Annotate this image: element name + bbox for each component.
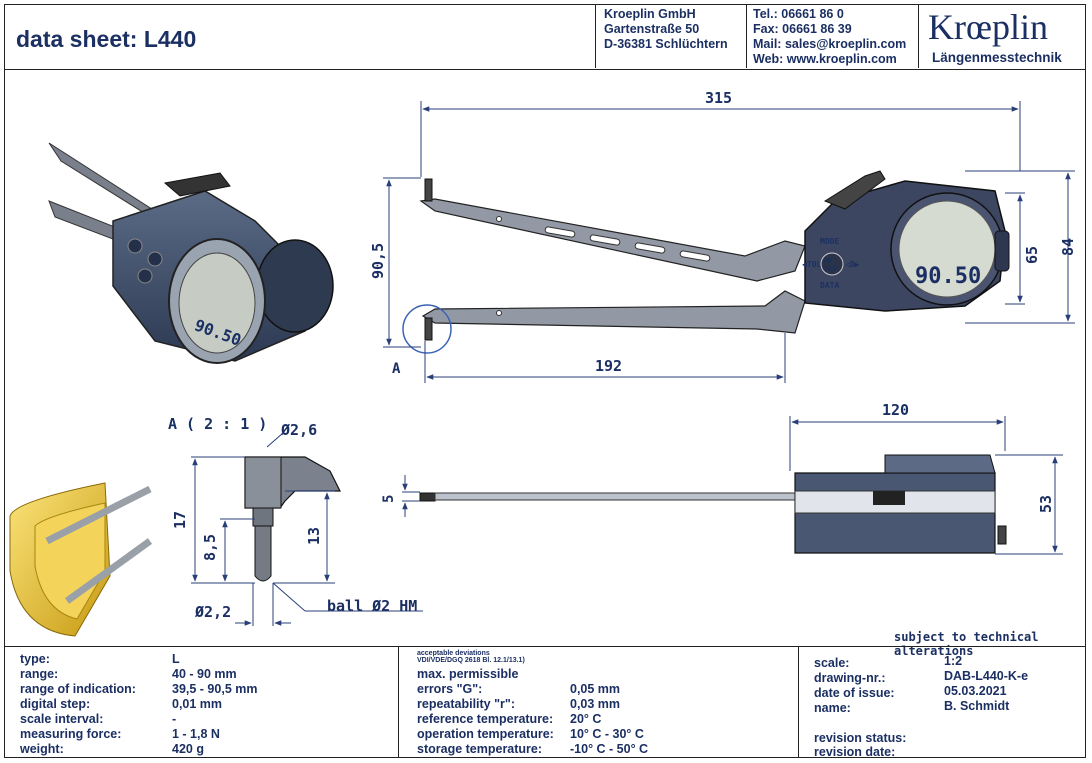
data-button: DATA xyxy=(820,281,839,290)
ring-illustration xyxy=(9,482,153,637)
deviation-value: 0,05 mm xyxy=(570,682,621,696)
dim-5: 5 xyxy=(381,495,397,503)
info-value: 05.03.2021 xyxy=(944,684,1007,698)
spec-label: range of indication: xyxy=(20,682,136,696)
detail-marker: A xyxy=(392,361,401,377)
phone: Tel.: 06661 86 0 xyxy=(753,7,844,21)
info-label: name: xyxy=(814,701,851,715)
dim-13: 13 xyxy=(305,527,323,545)
logo-subtitle: Längenmesstechnik xyxy=(932,50,1062,65)
dim-53: 53 xyxy=(1037,495,1055,513)
spec-value: 1 - 1,8 N xyxy=(172,727,220,741)
front-dimensions xyxy=(383,101,1075,383)
deviation-standard: VDI/VDE/DGQ 2618 Bl. 12.1/13.1) xyxy=(417,657,525,664)
spec-label: digital step: xyxy=(20,697,91,711)
company-logo: Krœplin xyxy=(928,7,1048,47)
company-street: Gartenstraße 50 xyxy=(604,22,700,36)
info-value: 1:2 xyxy=(944,654,963,668)
divider xyxy=(398,647,399,757)
revision-date: revision date: xyxy=(814,745,896,759)
spec-value: 39,5 - 90,5 mm xyxy=(172,682,258,696)
deviation-values: 0,05 mm 0,03 mm 20° C 10° C - 30° C -10°… xyxy=(570,682,648,757)
dim-d2-2: Ø2,2 xyxy=(194,603,231,621)
divider xyxy=(918,4,919,68)
deviation-caption: acceptable deviations xyxy=(417,650,490,657)
side-dimensions xyxy=(402,416,1063,555)
spec-label: scale interval: xyxy=(20,712,104,726)
contact-info: Tel.: 06661 86 0 Fax: 06661 86 39 Mail: … xyxy=(753,7,906,67)
drawing-info-values: 1:2 DAB-L440-K-e 05.03.2021 B. Schmidt xyxy=(944,654,1028,714)
detail-dimensions xyxy=(191,432,423,626)
dim-8-5: 8,5 xyxy=(201,534,219,561)
info-value: DAB-L440-K-e xyxy=(944,669,1029,683)
spec-labels: type: range: range of indication: digita… xyxy=(20,652,136,757)
spec-value: - xyxy=(172,712,177,726)
tol-button: ◀TOL xyxy=(802,260,821,269)
spec-value: 0,01 mm xyxy=(172,697,223,711)
info-label: date of issue: xyxy=(814,686,895,700)
gauge-front-view: 90.50 MODE ◀TOL OK SET ◁D▶ DATA xyxy=(419,170,1010,341)
dim-65: 65 xyxy=(1023,246,1041,264)
ok-set-button: OK xyxy=(824,257,833,265)
mode-button: MODE xyxy=(820,237,839,246)
divider xyxy=(746,4,747,68)
deviation-label: repeatability "r": xyxy=(417,697,515,711)
email-link[interactable]: Mail: sales@kroeplin.com xyxy=(753,37,907,51)
deviation-value: 0,03 mm xyxy=(570,697,621,711)
fax: Fax: 06661 86 39 xyxy=(753,22,852,36)
display-value: 90.50 xyxy=(915,264,981,289)
info-label: scale: xyxy=(814,656,850,670)
page-title: data sheet: L440 xyxy=(16,26,197,52)
revision-status: revision status: xyxy=(814,731,907,745)
probe-tip-detail xyxy=(244,456,341,582)
deviation-label: reference temperature: xyxy=(417,712,554,726)
technical-drawing: 90.50 90.50 MODE ◀TOL OK SET ◁D▶ DATA xyxy=(9,89,1077,637)
deviation-label: errors "G": xyxy=(417,682,483,696)
spec-value: 420 g xyxy=(172,742,204,756)
deviation-value: 10° C - 30° C xyxy=(570,727,644,741)
gauge-side-view xyxy=(419,454,1007,554)
spec-values: L 40 - 90 mm 39,5 - 90,5 mm 0,01 mm - 1 … xyxy=(172,652,257,757)
deviation-label: storage temperature: xyxy=(417,742,543,756)
company-city: D-36381 Schlüchtern xyxy=(604,37,728,51)
dim-315: 315 xyxy=(705,89,732,107)
spec-value: 40 - 90 mm xyxy=(172,667,237,681)
divider xyxy=(595,4,596,68)
detail-a-circle xyxy=(402,304,452,354)
ball-label: ball Ø2 HM xyxy=(327,597,417,615)
dim-84: 84 xyxy=(1059,238,1077,256)
spec-label: measuring force: xyxy=(20,727,122,741)
dim-120: 120 xyxy=(882,401,909,419)
deviation-value: -10° C - 50° C xyxy=(570,742,649,756)
info-value: B. Schmidt xyxy=(944,699,1010,713)
deviation-labels: errors "G": repeatability "r": reference… xyxy=(417,682,554,757)
spec-label: type: xyxy=(20,652,50,666)
deviation-heading: max. permissible xyxy=(417,667,519,681)
web-link[interactable]: Web: www.kroeplin.com xyxy=(753,52,897,66)
title-block-footer: type: range: range of indication: digita… xyxy=(4,646,1086,759)
info-label: drawing-nr.: xyxy=(814,671,886,685)
deviation-label: operation temperature: xyxy=(417,727,554,741)
gauge-iso-view: 90.50 xyxy=(48,142,334,364)
d-button: ◁D▶ xyxy=(845,260,860,269)
subject-note: subject to technical alterations xyxy=(894,630,1039,658)
deviation-value: 20° C xyxy=(570,712,602,726)
dim-d2-6: Ø2,6 xyxy=(280,421,317,439)
company-name: Kroeplin GmbH xyxy=(604,7,696,21)
spec-label: range: xyxy=(20,667,59,681)
divider xyxy=(798,647,799,757)
ok-set-button-set: SET xyxy=(824,265,837,273)
detail-title: A ( 2 : 1 ) xyxy=(168,415,267,433)
drawing-info-labels: scale: drawing-nr.: date of issue: name: xyxy=(814,656,895,716)
spec-value: L xyxy=(172,652,180,666)
dim-17: 17 xyxy=(171,511,189,529)
company-address: Kroeplin GmbH Gartenstraße 50 D-36381 Sc… xyxy=(604,7,728,52)
spec-label: weight: xyxy=(20,742,64,756)
page-frame xyxy=(4,4,1086,758)
dim-90-5: 90,5 xyxy=(369,243,387,279)
title-block-header: data sheet: L440 Kroeplin GmbH Gartenstr… xyxy=(4,4,1086,70)
dim-192: 192 xyxy=(595,357,622,375)
